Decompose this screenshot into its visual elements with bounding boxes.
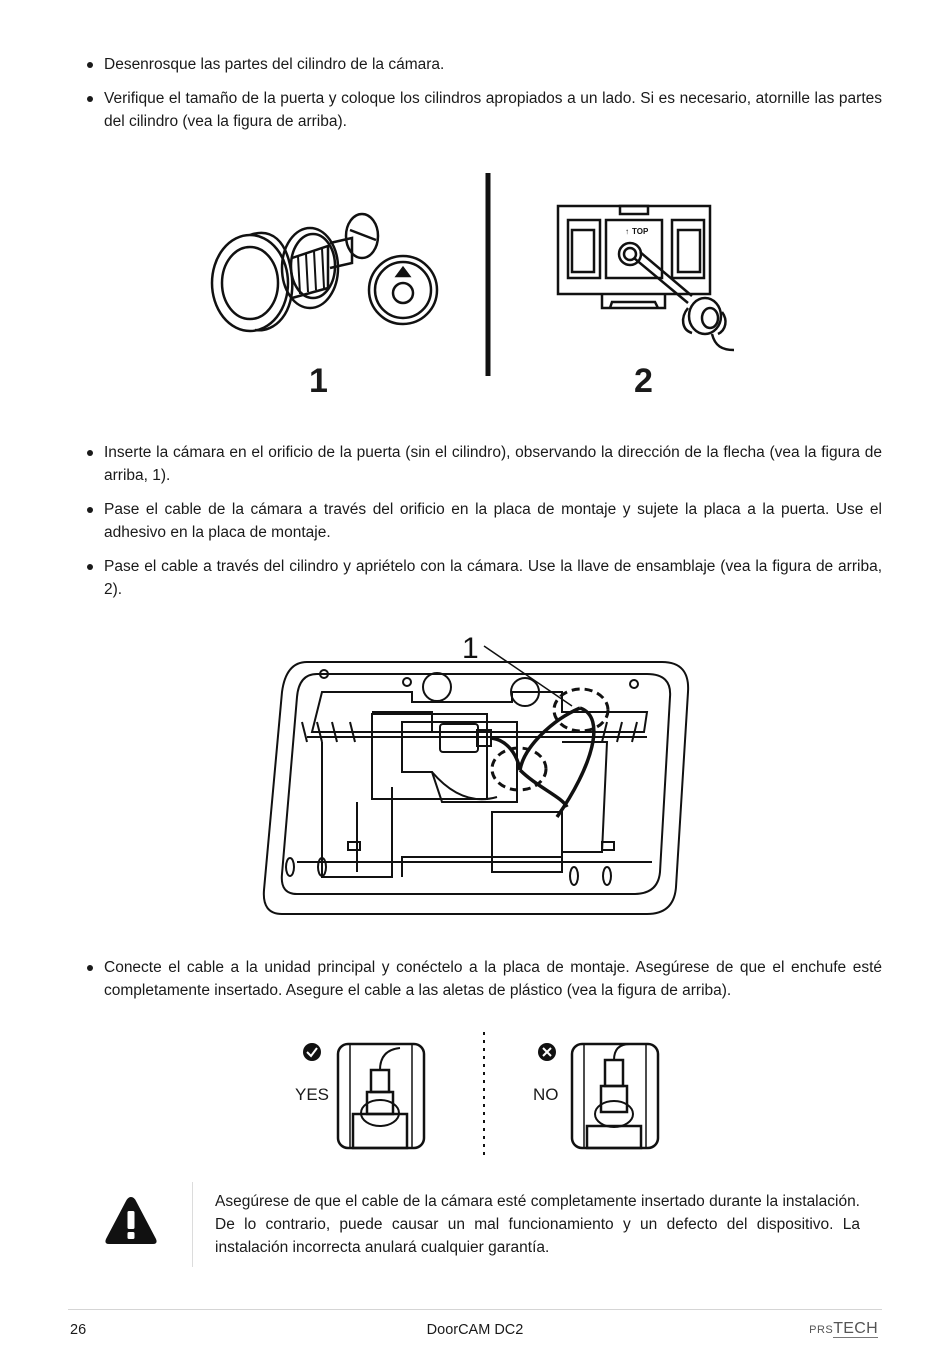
figure-label-2: 2 [634,362,653,400]
svg-text:↑: ↑ [625,227,629,236]
logo-small-text: PRS [809,1324,834,1336]
warning-divider [192,1182,193,1267]
no-illustration [570,1042,660,1150]
top-mark: TOP [632,227,649,236]
figure-mounting-plate: 1 [262,622,692,932]
brand-logo: PRSTECH [809,1320,878,1338]
list-item: Verifique el tamaño de la puerta y coloq… [86,87,882,133]
figure-cylinder-assembly: ↑ TOP [200,168,760,408]
instruction-list-middle: Inserte la cámara en el orificio de la p… [86,441,882,612]
figure-yes-no: YES NO [270,1030,700,1160]
mounting-plate-illustration: 1 [262,632,690,915]
figure-label-1: 1 [309,362,328,400]
footer-model-name: DoorCAM DC2 [426,1322,524,1338]
instruction-list-bottom: Conecte el cable a la unidad principal y… [86,956,882,1013]
cross-icon [538,1043,556,1061]
list-item: Inserte la cámara en el orificio de la p… [86,441,882,487]
list-item: Desenrosque las partes del cilindro de l… [86,53,882,76]
warning-triangle-icon [103,1194,159,1248]
list-item: Pase el cable a través del cilindro y ap… [86,555,882,601]
warning-text: Asegúrese de que el cable de la cámara e… [215,1193,860,1256]
instruction-list-top: Desenrosque las partes del cilindro de l… [86,53,882,144]
no-label: NO [533,1085,559,1104]
check-icon [303,1043,321,1061]
page-number: 26 [70,1322,87,1338]
footer-divider [68,1309,882,1310]
callout-1: 1 [462,632,479,665]
list-item: Pase el cable de la cámara a través del … [86,498,882,544]
logo-big-text: TECH [833,1320,878,1338]
list-item: Conecte el cable a la unidad principal y… [86,956,882,1002]
yes-illustration [336,1042,426,1150]
yes-label: YES [295,1085,330,1104]
cylinder-and-plate-illustration: ↑ TOP [210,173,735,376]
